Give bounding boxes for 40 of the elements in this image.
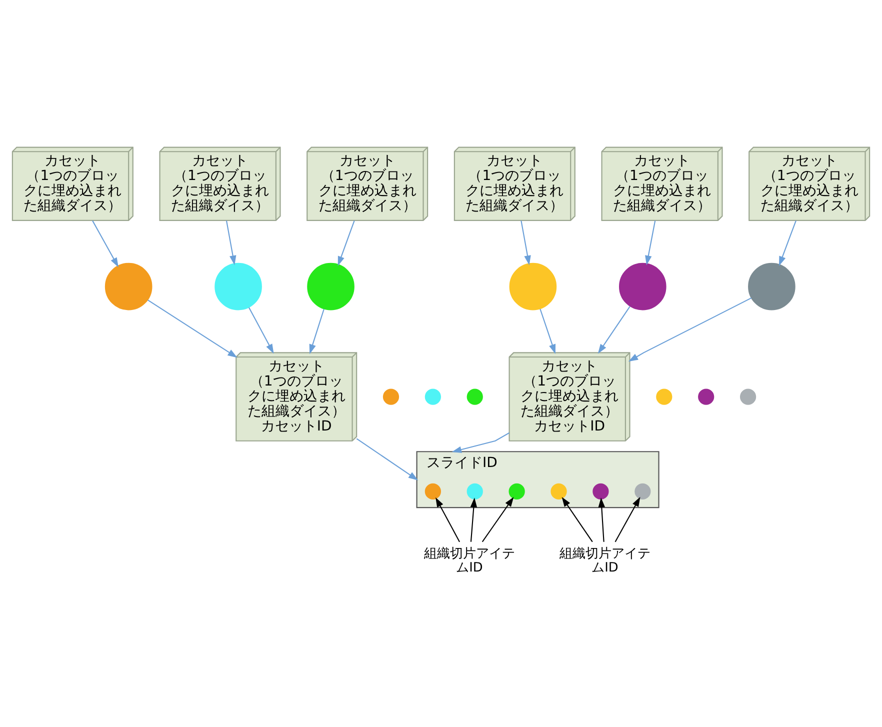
node-circle [740, 388, 756, 404]
node-circle [634, 482, 651, 499]
node-circle [592, 482, 609, 499]
arrow [598, 497, 606, 542]
arrow [452, 432, 510, 452]
node-circle [509, 262, 557, 310]
arrow [148, 299, 238, 358]
node-circle [382, 388, 400, 404]
node-circle [104, 262, 152, 310]
arrow [520, 220, 531, 265]
arrow [248, 306, 274, 354]
node-text: 組織切片アイテムID [424, 546, 515, 576]
arrow [598, 306, 630, 354]
arrow [614, 496, 640, 542]
arrow [436, 496, 460, 542]
arrow [92, 220, 119, 267]
node-circle [508, 482, 525, 499]
node-circle [466, 388, 483, 404]
arrow [356, 438, 418, 480]
node-circle [618, 262, 666, 310]
node-circle [698, 388, 714, 404]
arrow [470, 497, 478, 542]
node-circle [550, 482, 567, 499]
node-circle [748, 262, 796, 310]
arrow [540, 308, 556, 354]
arrow [628, 296, 752, 362]
arrow [338, 220, 355, 266]
arrow [226, 220, 236, 265]
node-circle [307, 262, 354, 310]
arrow [562, 496, 593, 542]
node-circle [424, 482, 441, 499]
arrow [778, 220, 796, 266]
node-text: 組織切片アイテムID [560, 546, 650, 576]
node-circle [424, 388, 441, 404]
arrow [309, 308, 324, 354]
arrow [645, 220, 656, 265]
node-circle [466, 482, 483, 499]
node-circle [656, 388, 672, 404]
arrow [482, 496, 514, 542]
node-circle [214, 262, 262, 310]
